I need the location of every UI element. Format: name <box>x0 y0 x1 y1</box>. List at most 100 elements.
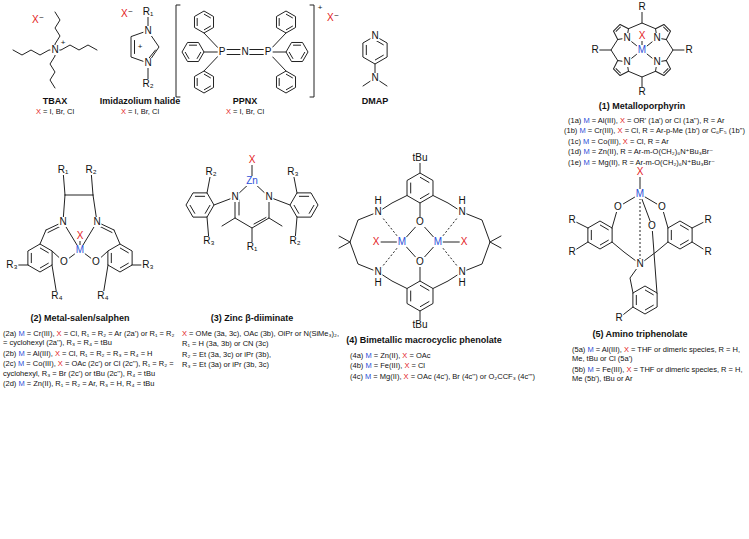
text-run: X <box>618 126 623 135</box>
text-run: N <box>374 266 381 277</box>
atom-label: X <box>76 231 85 241</box>
diiminate-structure <box>186 160 318 247</box>
bracket <box>176 5 314 97</box>
text-run: N <box>371 30 378 41</box>
pyrrole-ring <box>611 57 632 78</box>
text-run: R₃ <box>287 166 298 177</box>
text-run: X <box>404 361 409 370</box>
text-run: X <box>55 349 60 358</box>
atom-label: R₁ <box>57 165 70 175</box>
text-run: X <box>121 107 126 116</box>
text-run: M <box>583 158 589 167</box>
caption-line: R₁ = H (3a, 3b) or CN (3c) <box>182 339 342 348</box>
text-run: R₃ <box>6 259 17 270</box>
bond-lines <box>595 7 689 92</box>
text-run: = Zn(II), R = Ar-m-O(CH₂)₆N⁺Bu₃Br⁻ <box>590 147 714 156</box>
text-run: R <box>704 214 711 225</box>
atom-label: N <box>622 33 631 43</box>
text-run: N <box>458 206 465 217</box>
macrocycle-structure <box>339 158 501 325</box>
text-run: (2c) <box>3 359 18 368</box>
text-run: N <box>51 44 58 55</box>
caption-line: (5a) M = Al(III), X = THF or dimeric spe… <box>572 345 744 364</box>
text-run: O <box>614 201 622 212</box>
pyrrole-ring <box>652 57 673 78</box>
text-run: R₂ <box>142 78 153 89</box>
atom-label: R <box>614 313 623 323</box>
coordination-bonds <box>640 194 641 264</box>
bond-lines <box>204 33 286 71</box>
text-run: M <box>365 372 371 381</box>
text-run: = OAc <box>407 351 430 360</box>
compound-name: PPNX <box>233 97 258 106</box>
compound-name: TBAX <box>43 97 68 106</box>
porphyrin-structure <box>595 7 689 92</box>
phenolate-ring <box>633 286 657 314</box>
atom-label: N <box>370 73 379 83</box>
atom-label: R₃ <box>286 167 299 177</box>
text-run: (5) Amino triphenolate <box>592 329 687 339</box>
charge-sign: + <box>61 39 66 47</box>
caption-line: (1e) M = Mg(II), R = Ar-m-O(CH₂)₆N⁺Bu₃Br… <box>568 158 715 167</box>
atom-label: N <box>58 217 67 227</box>
text-run: X <box>32 14 39 25</box>
compound-name: (3) Zinc β-diiminate <box>211 314 294 323</box>
atom-label: N <box>652 33 661 43</box>
atom-label: O <box>91 257 101 267</box>
text-run: (1b) <box>564 126 579 135</box>
atom-label: N <box>457 207 466 217</box>
text-run: = I, Br, Cl <box>126 107 159 116</box>
text-run: = Al(III), <box>590 116 620 125</box>
text-run: N <box>458 266 465 277</box>
atom-label: tBu <box>411 320 428 330</box>
atom-label: R₃ <box>202 236 215 246</box>
text-run: M <box>365 361 371 370</box>
atom-label: N <box>143 58 152 68</box>
atom-label: N <box>622 57 631 67</box>
text-run: (4a) <box>350 351 365 360</box>
bond-lines <box>207 160 297 247</box>
phenyl-ring <box>286 42 308 61</box>
text-run: P <box>219 46 226 57</box>
atom-label: R₄ <box>96 291 109 301</box>
caption-line: (4a) M = Zn(II), X = OAc <box>350 351 565 360</box>
text-run: R₁ = H (3a, 3b) or CN (3c) <box>182 339 269 348</box>
text-run: = I, Br, Cl <box>41 107 74 116</box>
atom-label: N <box>92 217 101 227</box>
text-run: (4) Bimetallic macrocyclic phenolate <box>346 335 502 345</box>
text-run: M <box>579 126 585 135</box>
text-run: X <box>404 372 409 381</box>
text-run: (5a) <box>572 345 587 354</box>
text-run: R₃ <box>142 259 153 270</box>
text-run: (1d) <box>568 147 583 156</box>
text-run: DMAP <box>362 96 389 106</box>
text-run: O <box>416 256 424 267</box>
phenyl-ring <box>194 11 213 33</box>
text-run: M <box>18 359 24 368</box>
text-run: = Zn(II), R₁ = R₂ = Ar, R₃ = H, R₄ = tBu <box>25 379 155 388</box>
charge-sign: + <box>138 43 143 51</box>
text-run: = Cl, R = Ar <box>628 137 669 146</box>
phenyl-ring <box>276 71 295 93</box>
text-run: M <box>587 365 593 374</box>
text-run: tBu <box>412 319 427 330</box>
text-run: (4b) <box>350 361 365 370</box>
caption-line: (2c) M = Co(III), X = OAc (2c') or Cl (2… <box>3 359 175 378</box>
atom-label: R <box>590 45 599 55</box>
atom-label: N <box>373 267 382 277</box>
atom-label: O <box>59 257 69 267</box>
atom-label: R₃ <box>5 260 18 270</box>
atom-label: O <box>415 257 425 267</box>
atom-label: R₂ <box>141 79 154 89</box>
text-run: = OAc (4c'), Br (4c'') or O₂CCF₃ (4c''') <box>409 372 535 381</box>
atom-label: X⁻ <box>31 15 45 25</box>
text-run: ⁻ <box>128 8 133 19</box>
bond-lines <box>363 64 387 86</box>
text-run: R₂ <box>289 235 300 246</box>
atom-label: R₂ <box>204 167 217 177</box>
text-run: X <box>402 351 407 360</box>
compound-name: (4) Bimetallic macrocyclic phenolate <box>346 336 502 345</box>
atom-label: N <box>373 207 382 217</box>
text-run: N <box>653 32 660 43</box>
text-run: ⁻ <box>334 12 339 23</box>
